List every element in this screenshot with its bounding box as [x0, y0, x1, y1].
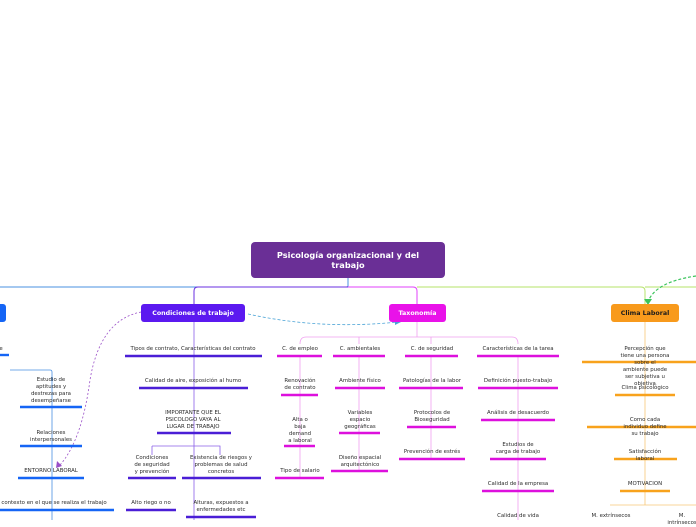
tax-item-salario[interactable]: Tipo de salario [280, 468, 320, 474]
tax-item-calidad-empresa[interactable]: Calidad de la empresa [487, 481, 549, 487]
edge-taxonomia-cols [299, 356, 519, 520]
edge-root-taxonomia [348, 286, 418, 304]
clima-label: Clima Laboral [620, 309, 670, 317]
clima-item-psicologico[interactable]: Clima psicológico [621, 385, 669, 391]
cond-item-importante[interactable]: IMPORTANTE QUE EL PSICOLOGO VAYA AL LUGA… [165, 410, 221, 430]
tax-item-desacuerdo[interactable]: Análisis de desacuerdo [486, 410, 550, 416]
edge-root-condiciones [193, 286, 348, 304]
tax-item-patologias[interactable]: Patologías de la labor [403, 378, 461, 384]
clima-item-satisfaccion[interactable]: Satisfacción laboral [628, 449, 662, 462]
left-item-contexto[interactable]: contexto en el que se realiza el trabajo [1, 500, 107, 506]
cond-item-riesgos[interactable]: Existencia de riesgos y problemas de sal… [190, 455, 252, 475]
tax-item-demanda[interactable]: Alta o baja demand a laboral [288, 417, 312, 444]
edge-far-right-dashed [647, 275, 696, 303]
root-title: Psicología organizacional y del trabajo [276, 250, 420, 270]
edge-clima-stem [610, 322, 696, 506]
edge-left-stem [0, 319, 53, 520]
tax-header-empleo[interactable]: C. de empleo [282, 346, 318, 352]
taxonomia-node[interactable]: Taxonomía [389, 304, 446, 322]
left-edge-label: e [0, 346, 3, 352]
tax-item-renovacion[interactable]: Renovación de contrato [284, 378, 316, 391]
clima-item-percepcion[interactable]: Percepción que tiene una persona sobre e… [620, 346, 670, 387]
cond-item-alturas[interactable]: Alturas, expuestos a enfermedades etc [193, 500, 249, 513]
condiciones-node[interactable]: Condiciones de trabajo [141, 304, 245, 322]
cond-item-tipos-contrato[interactable]: Tipos de contrato, Características del c… [130, 346, 256, 352]
edge-condiciones-entorno-dashed [59, 311, 142, 466]
tax-item-ambiente-fisico[interactable]: Ambiente físico [339, 378, 381, 384]
clima-item-motivacion[interactable]: MOTIVACION [627, 481, 663, 487]
tax-item-definicion[interactable]: Definición puesto-trabajo [483, 378, 553, 384]
arrowhead-entorno [56, 461, 62, 468]
clima-item-intrinsecos[interactable]: M. intrínsecos [667, 513, 696, 526]
arrowhead-clima [644, 299, 652, 305]
cond-item-alto-riesgo[interactable]: Alto riego o no [131, 500, 171, 506]
left-item-aptitudes[interactable]: Estudio de aptitudes y destrezas para de… [31, 377, 71, 404]
edge-condiciones-taxonomia-dashed [247, 313, 399, 326]
left-item-relaciones[interactable]: Relaciones interpersonales [30, 430, 72, 443]
tax-header-seguridad[interactable]: C. de seguridad [410, 346, 454, 352]
left-main-node[interactable] [0, 304, 6, 322]
tax-header-ambientales[interactable]: C. ambientales [339, 346, 381, 352]
condiciones-label: Condiciones de trabajo [152, 309, 234, 317]
edge-root-left [0, 278, 349, 288]
tax-item-variables[interactable]: Variables espacio geográficas [344, 410, 376, 430]
tax-item-estres[interactable]: Prevención de estrés [403, 449, 461, 455]
clima-node[interactable]: Clima Laboral [611, 304, 679, 322]
cond-item-seguridad[interactable]: Condiciones de seguridad y prevención [134, 455, 170, 475]
left-item-entorno[interactable]: ENTORNO LABORAL [24, 468, 78, 474]
tax-item-carga[interactable]: Estudios de carga de trabajo [495, 442, 541, 455]
tax-item-calidad-vida[interactable]: Calidad de vida [497, 513, 539, 519]
root-topic[interactable]: Psicología organizacional y del trabajo [251, 242, 445, 278]
clima-item-extrinsecos[interactable]: M. extrínsecos [591, 513, 631, 519]
tax-item-diseno[interactable]: Diseño espacial arquitectónico [338, 455, 382, 468]
edge-root-clima [417, 286, 696, 304]
taxonomia-label: Taxonomía [398, 309, 437, 317]
clima-item-define[interactable]: Como cada individuo define su trabajo [623, 417, 667, 437]
cond-item-calidad-aire[interactable]: Calidad de aire, exposición al humo [144, 378, 242, 384]
tax-header-tarea[interactable]: Características de la tarea [482, 346, 554, 352]
edge-taxonomia-fan [299, 322, 519, 345]
tax-item-protocolos[interactable]: Protocolos de Bioseguridad [413, 410, 451, 423]
